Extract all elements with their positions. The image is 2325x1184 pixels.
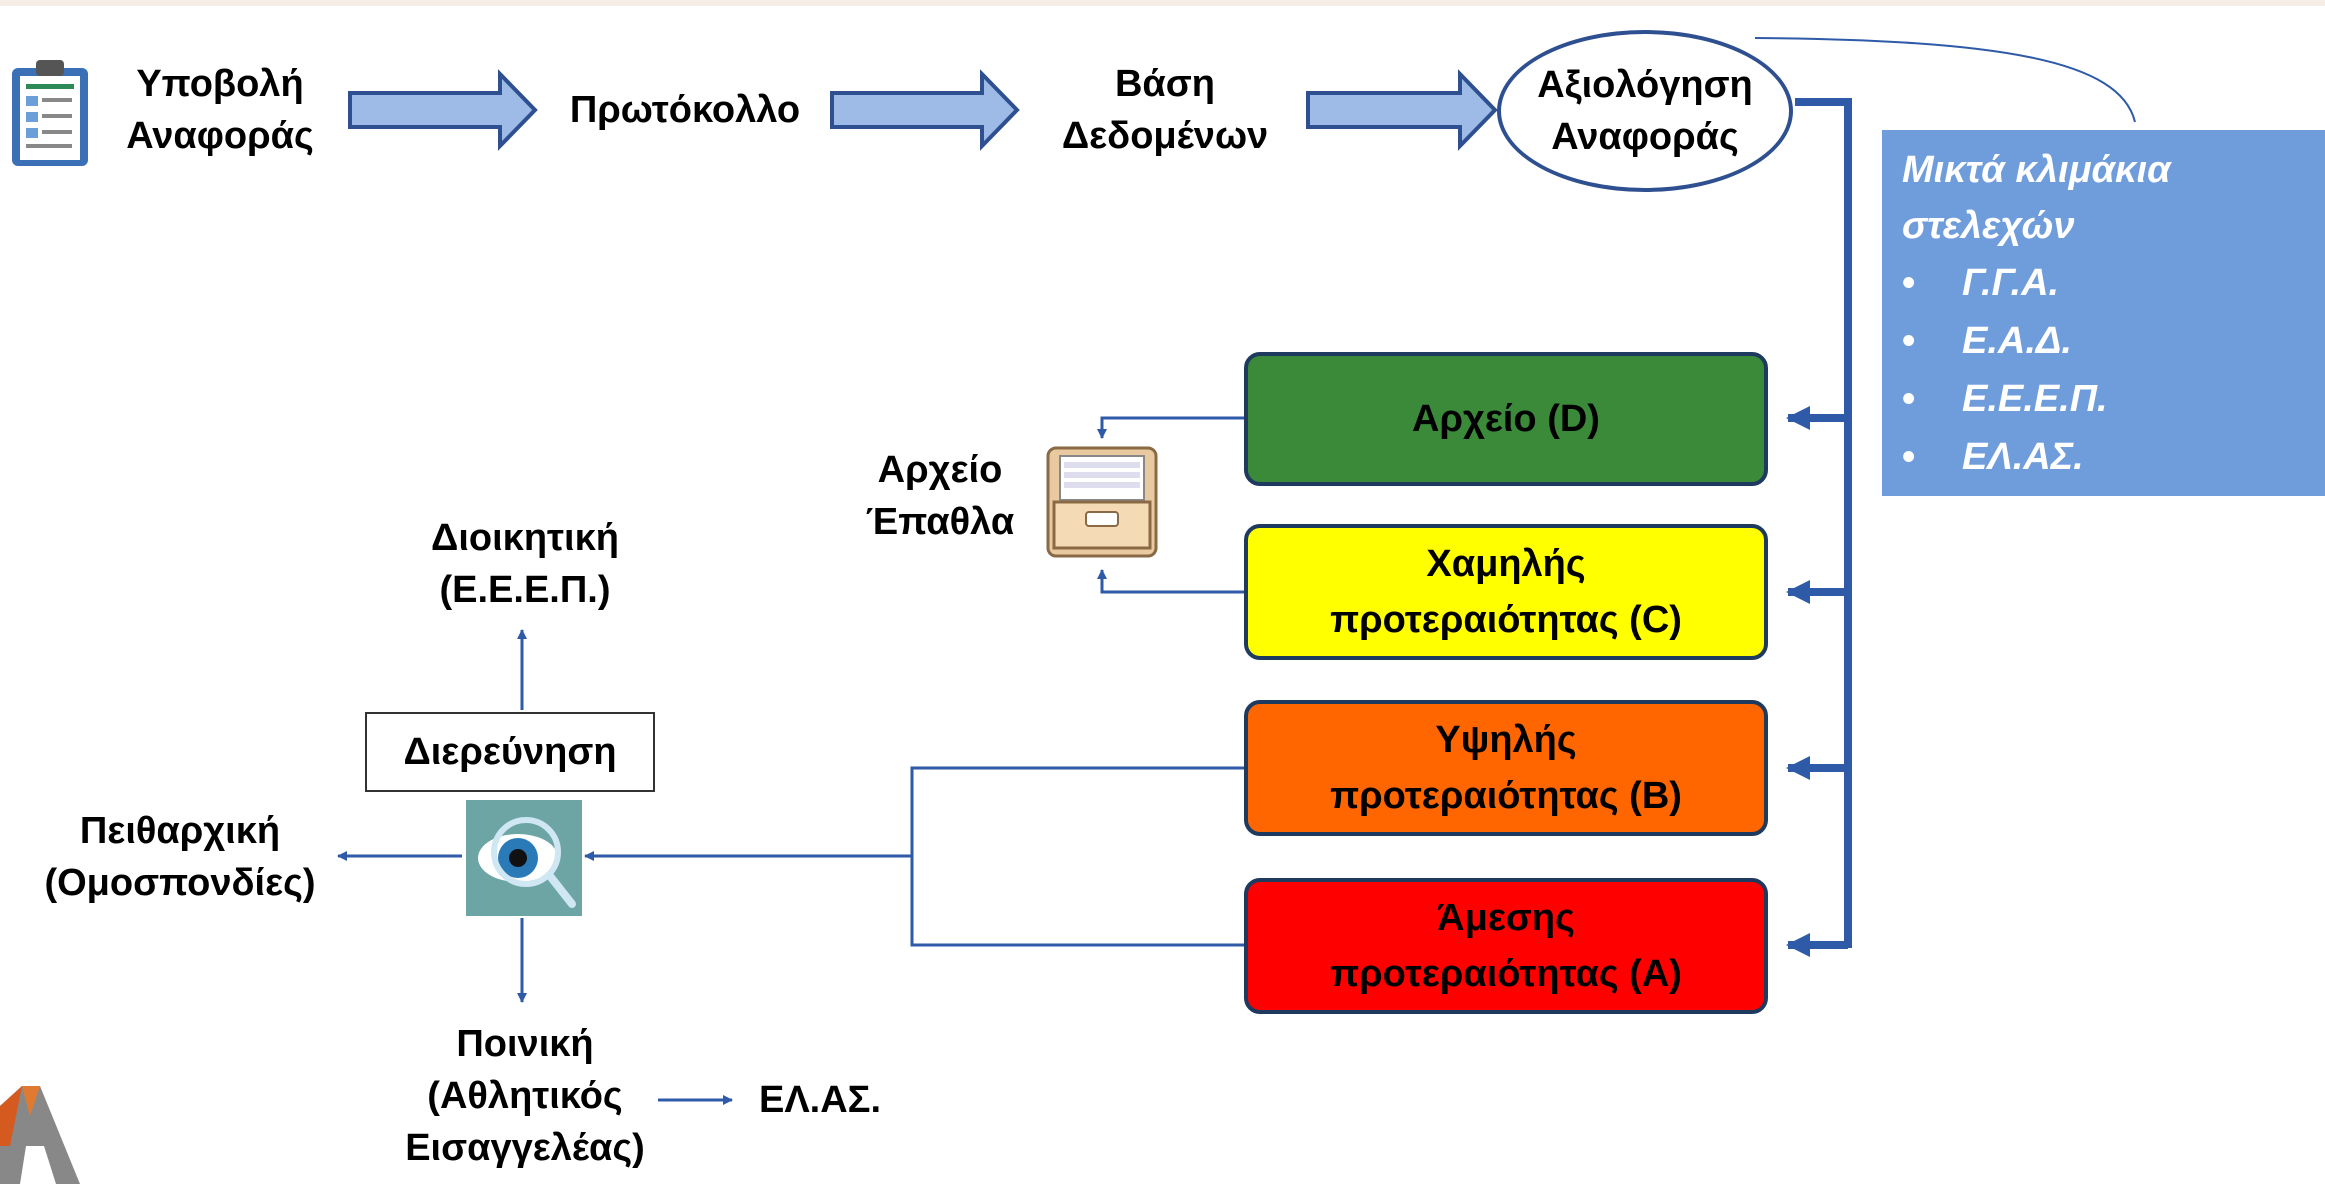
high-priority-b-box: Υψηλής προτεραιότητας (B) — [1244, 700, 1768, 836]
database-label: Βάση Δεδομένων — [1061, 63, 1269, 157]
police-label: ΕΛ.ΑΣ. — [758, 1079, 882, 1121]
evaluation-ellipse: Αξιολόγηση Αναφοράς — [1497, 30, 1793, 192]
submit-report-label: Υποβολή Αναφοράς — [126, 63, 314, 157]
callout-line — [1754, 37, 2136, 123]
top-border — [0, 0, 2325, 6]
investigation-box: Διερεύνηση — [365, 712, 655, 792]
mixed-panel-title: Μικτά κλιμάκια στελεχών — [1902, 149, 2171, 247]
archive-d-box: Αρχείο (D) — [1244, 352, 1768, 486]
investigation-eye-icon — [466, 800, 582, 916]
mixed-panel-item: Ε.Ε.Ε.Π. — [1902, 370, 2325, 428]
low-priority-c-box: Χαμηλής προτεραιότητας (C) — [1244, 524, 1768, 660]
administrative-label: Διοικητική (Ε.Ε.Ε.Π.) — [431, 517, 619, 611]
criminal-label: Ποινική (Αθλητικός Εισαγγελέας) — [405, 1023, 645, 1169]
archive-drawer-icon — [1046, 446, 1158, 558]
report-clipboard-icon — [12, 60, 88, 166]
mixed-panel-list: Γ.Γ.Α. Ε.Α.Δ. Ε.Ε.Ε.Π. ΕΛ.ΑΣ. — [1902, 254, 2325, 486]
disciplinary-label: Πειθαρχική (Ομοσπονδίες) — [44, 810, 316, 904]
flow-arrow-1 — [348, 69, 538, 151]
mixed-panel-item: ΕΛ.ΑΣ. — [1902, 428, 2325, 486]
mixed-panel-item: Γ.Γ.Α. — [1902, 254, 2325, 312]
immediate-priority-a-box: Άμεσης προτεραιότητας (A) — [1244, 878, 1768, 1014]
logo-icon — [0, 1086, 80, 1184]
flow-arrow-2 — [830, 69, 1020, 151]
mixed-panel-item: Ε.Α.Δ. — [1902, 312, 2325, 370]
flow-arrow-3 — [1306, 69, 1498, 151]
archive-label: Αρχείο Έπαθλα — [865, 449, 1015, 543]
mixed-panel: Μικτά κλιμάκια στελεχών Γ.Γ.Α. Ε.Α.Δ. Ε.… — [1882, 130, 2325, 496]
protocol-label: Πρωτόκολλο — [569, 89, 801, 131]
